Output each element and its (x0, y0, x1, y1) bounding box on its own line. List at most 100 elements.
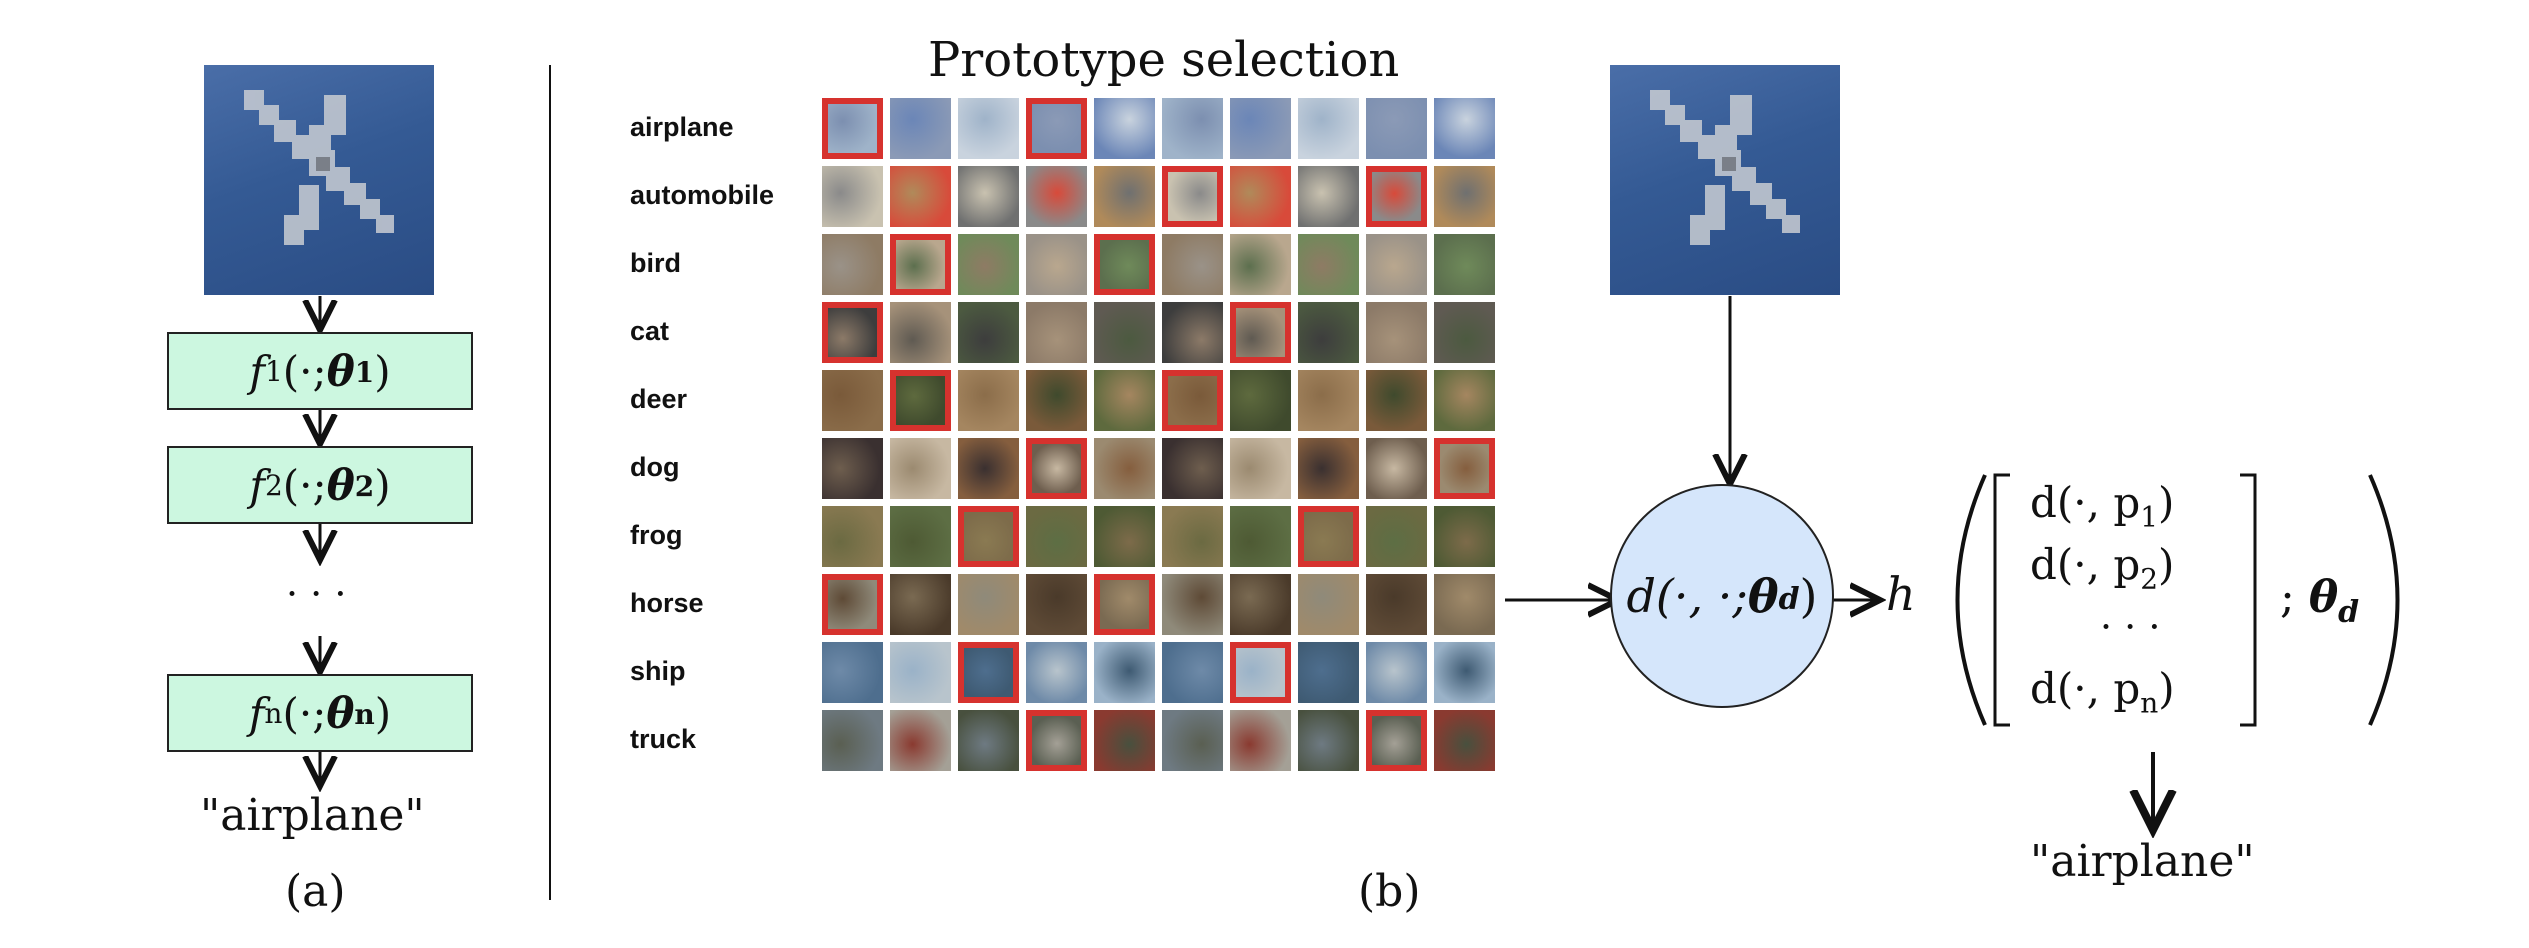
class-thumbnail (1366, 302, 1427, 363)
prototype-thumbnail-selected (1162, 370, 1223, 431)
class-thumbnail (1366, 642, 1427, 703)
class-thumbnail (822, 234, 883, 295)
class-thumbnail (1094, 302, 1155, 363)
class-thumbnail (1298, 370, 1359, 431)
class-thumbnail (1230, 710, 1291, 771)
left-paren (1955, 474, 1987, 726)
prototype-thumbnail-selected (890, 370, 951, 431)
class-thumbnail (958, 302, 1019, 363)
class-thumbnail (822, 710, 883, 771)
class-thumbnail (1366, 98, 1427, 159)
function-name: f (249, 346, 265, 396)
input-image-airplane-a (204, 65, 434, 295)
class-thumbnail (958, 234, 1019, 295)
class-thumbnail (1366, 506, 1427, 567)
prototype-thumbnail-selected (1094, 234, 1155, 295)
class-thumbnail (1230, 370, 1291, 431)
prototype-thumbnail-selected (1230, 642, 1291, 703)
class-thumbnail (890, 710, 951, 771)
class-thumbnail (1026, 234, 1087, 295)
class-thumbnail (1094, 370, 1155, 431)
prototype-thumbnail-selected (1366, 166, 1427, 227)
class-thumbnail (1298, 234, 1359, 295)
class-thumbnail (1094, 506, 1155, 567)
prototype-thumbnail-selected (1026, 98, 1087, 159)
right-bracket (2240, 473, 2257, 727)
class-thumbnail (1230, 166, 1291, 227)
class-thumbnail (890, 574, 951, 635)
class-thumbnail (958, 438, 1019, 499)
ellipsis-a: · · · (286, 572, 347, 616)
class-thumbnail (1162, 98, 1223, 159)
prototype-thumbnail-selected (1026, 710, 1087, 771)
class-thumbnail (1162, 506, 1223, 567)
vector-entry-1: d(·, p1) (2030, 478, 2175, 534)
prototype-thumbnail-selected (822, 98, 883, 159)
vector-ellipsis: · · · (2100, 605, 2161, 649)
prototype-thumbnail-selected (958, 506, 1019, 567)
class-thumbnail (822, 438, 883, 499)
class-thumbnail (890, 642, 951, 703)
class-thumbnail (1366, 234, 1427, 295)
class-label-automobile: automobile (630, 180, 775, 210)
class-thumbnail (1366, 370, 1427, 431)
class-thumbnail (958, 166, 1019, 227)
class-thumbnail (890, 166, 951, 227)
vector-entry-2: d(·, p2) (2030, 540, 2175, 596)
theta-d-parameter: ; θd (2280, 572, 2360, 630)
class-thumbnail (958, 574, 1019, 635)
class-thumbnail (1298, 438, 1359, 499)
class-label-ship: ship (630, 656, 686, 686)
class-thumbnail (890, 98, 951, 159)
class-thumbnail (1026, 302, 1087, 363)
class-thumbnail (1094, 642, 1155, 703)
class-thumbnail (1230, 98, 1291, 159)
class-label-horse: horse (630, 588, 704, 618)
prototype-thumbnail-selected (1026, 438, 1087, 499)
class-thumbnail (1230, 438, 1291, 499)
class-thumbnail (1094, 438, 1155, 499)
class-thumbnail (1298, 166, 1359, 227)
class-thumbnail (1026, 166, 1087, 227)
grid-title: Prototype selection (928, 32, 1400, 88)
airplane-pixel-icon (1650, 90, 1800, 245)
class-thumbnail (1162, 438, 1223, 499)
prototype-thumbnail-selected (822, 302, 883, 363)
output-label-b: "airplane" (2030, 836, 2255, 887)
airplane-pixel-icon (244, 90, 394, 245)
class-thumbnail (1298, 302, 1359, 363)
prototype-thumbnail-selected (958, 642, 1019, 703)
class-label-dog: dog (630, 452, 680, 482)
class-thumbnail (1094, 710, 1155, 771)
output-label-a: "airplane" (200, 790, 425, 841)
input-image-airplane-b (1610, 65, 1840, 295)
class-thumbnail (1434, 710, 1495, 771)
class-thumbnail (822, 370, 883, 431)
class-label-cat: cat (630, 316, 670, 346)
class-thumbnail (958, 710, 1019, 771)
class-thumbnail (1366, 574, 1427, 635)
class-label-frog: frog (630, 520, 683, 550)
class-thumbnail (1434, 642, 1495, 703)
prototype-thumbnail-selected (822, 574, 883, 635)
class-thumbnail (1434, 234, 1495, 295)
class-thumbnail (890, 438, 951, 499)
class-thumbnail (1026, 642, 1087, 703)
class-thumbnail (1162, 642, 1223, 703)
class-thumbnail (1298, 574, 1359, 635)
class-thumbnail (1162, 710, 1223, 771)
prototype-thumbnail-selected (1366, 710, 1427, 771)
class-thumbnail (822, 166, 883, 227)
class-thumbnail (1094, 98, 1155, 159)
class-thumbnail (958, 370, 1019, 431)
class-thumbnail (890, 302, 951, 363)
class-thumbnail (1434, 166, 1495, 227)
class-label-truck: truck (630, 724, 697, 754)
class-thumbnail (1162, 574, 1223, 635)
class-label-deer: deer (630, 384, 688, 414)
